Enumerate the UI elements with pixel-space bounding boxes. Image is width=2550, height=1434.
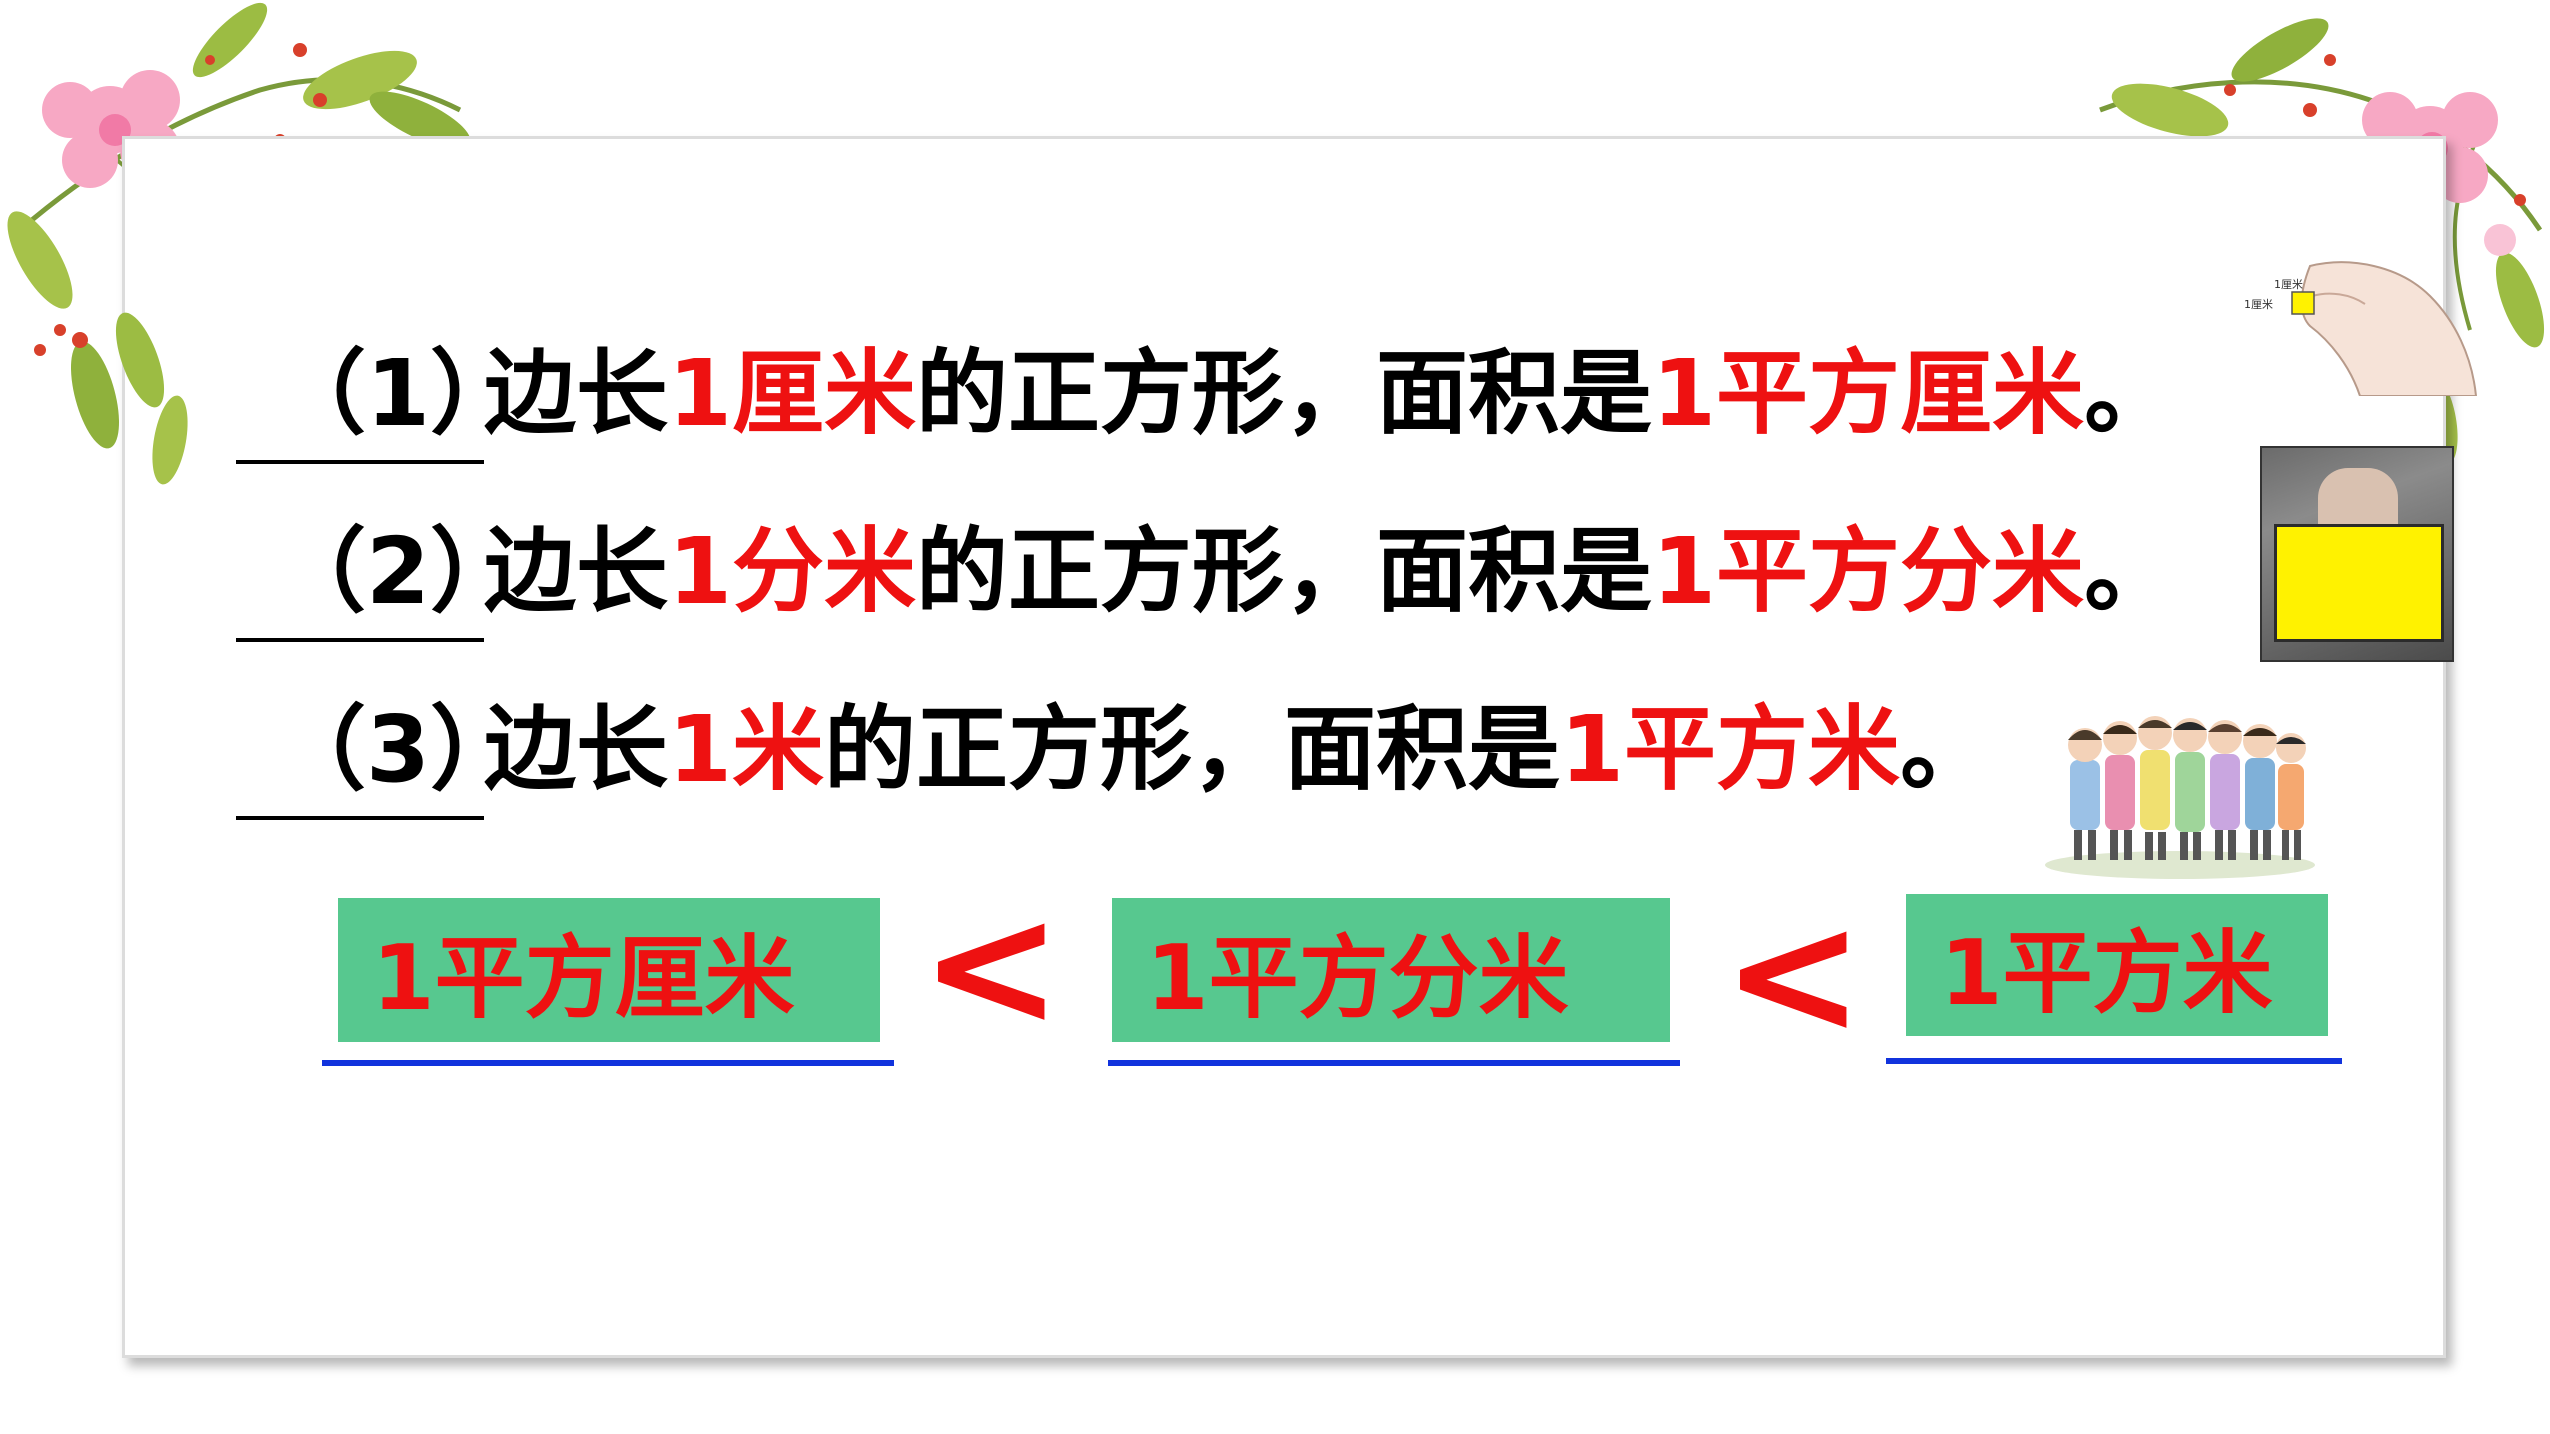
statement-text: 边长 bbox=[484, 695, 669, 803]
palm-photo-icon bbox=[2260, 446, 2454, 662]
statement-text: 。 bbox=[2084, 339, 2177, 447]
statement-highlight: 1平方分米 bbox=[1652, 517, 2085, 625]
unit-underline bbox=[1886, 1058, 2342, 1064]
statement-highlight: 1分米 bbox=[668, 517, 917, 625]
statement-text: 。 bbox=[2084, 517, 2177, 625]
statement-text: 边长 bbox=[484, 339, 669, 447]
flower-decoration-icon bbox=[72, 312, 188, 485]
statement-line-2: （2） 边长 1分米 的正方形，面积是 1平方分米 。 bbox=[236, 488, 2177, 642]
unit-underline bbox=[1108, 1060, 1680, 1066]
statement-line-3: （3） 边长 1米 的正方形，面积是 1平方米 。 bbox=[236, 666, 1993, 820]
statement-text: 。 bbox=[1900, 695, 1993, 803]
unit-box-square-decimeter: 1平方分米 bbox=[1112, 898, 1670, 1042]
hand-label-left: 1厘米 bbox=[2244, 298, 2273, 311]
hand-pinch-icon bbox=[2291, 261, 2478, 397]
less-than-sign: < bbox=[1722, 876, 1865, 1074]
statement-highlight: 1平方厘米 bbox=[1652, 339, 2085, 447]
content-card bbox=[122, 136, 2446, 1358]
unit-box-square-centimeter: 1平方厘米 bbox=[338, 898, 880, 1042]
answer-blank[interactable]: （2） bbox=[236, 497, 522, 642]
less-than-sign: < bbox=[920, 868, 1063, 1066]
hand-label-top: 1厘米 bbox=[2274, 278, 2303, 291]
children-group-icon bbox=[2045, 716, 2315, 879]
hand-pinch-image: 1厘米 1厘米 bbox=[2240, 246, 2480, 397]
yellow-square bbox=[2274, 524, 2444, 642]
statement-text: 的正方形，面积是 bbox=[916, 517, 1653, 625]
statement-line-1: （1） 边长 1厘米 的正方形，面积是 1平方厘米 。 bbox=[236, 310, 2177, 464]
statement-text: 的正方形，面积是 bbox=[916, 339, 1653, 447]
statement-text: 边长 bbox=[484, 517, 669, 625]
statement-text: 的正方形，面积是 bbox=[824, 695, 1561, 803]
unit-box-square-meter: 1平方米 bbox=[1906, 894, 2328, 1036]
answer-blank[interactable]: （1） bbox=[236, 319, 522, 464]
statement-highlight: 1米 bbox=[668, 695, 825, 803]
statement-highlight: 1平方米 bbox=[1560, 695, 1901, 803]
statement-highlight: 1厘米 bbox=[668, 339, 917, 447]
unit-underline bbox=[322, 1060, 894, 1066]
answer-blank[interactable]: （3） bbox=[236, 675, 522, 820]
